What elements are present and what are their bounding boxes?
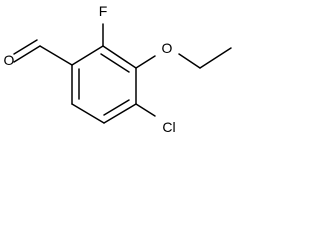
chlorine-bond — [135, 103, 156, 117]
aldehyde-c-bond — [39, 45, 73, 66]
ring-double-bond-inner-2 — [103, 99, 130, 116]
benzene-ring — [71, 45, 137, 124]
ethoxy-group: O — [135, 40, 232, 69]
aldehyde-double-bond-1 — [13, 45, 41, 63]
ring-bond-bottom — [71, 103, 105, 124]
fluorine-label: F — [99, 3, 108, 19]
aldehyde-oxygen-label: O — [4, 52, 15, 68]
chlorine-substituent: Cl — [135, 103, 176, 135]
aldehyde-double-bond-2 — [13, 39, 38, 55]
ring-bond-top — [102, 45, 137, 69]
fluorine-substituent: F — [99, 3, 108, 47]
ethyl-bond-2 — [199, 47, 232, 69]
ring-double-bond-inner-1 — [100, 53, 130, 73]
ether-o-bond — [135, 55, 156, 69]
ethyl-bond-1 — [178, 53, 201, 69]
ring-bond-lower-right — [103, 103, 137, 124]
aldehyde-group: O — [4, 39, 73, 68]
chlorine-label: Cl — [162, 119, 175, 135]
molecule-structure: O F O Cl — [4, 3, 232, 135]
ether-oxygen-label: O — [162, 40, 173, 56]
ring-bond-upper-left — [71, 45, 104, 66]
